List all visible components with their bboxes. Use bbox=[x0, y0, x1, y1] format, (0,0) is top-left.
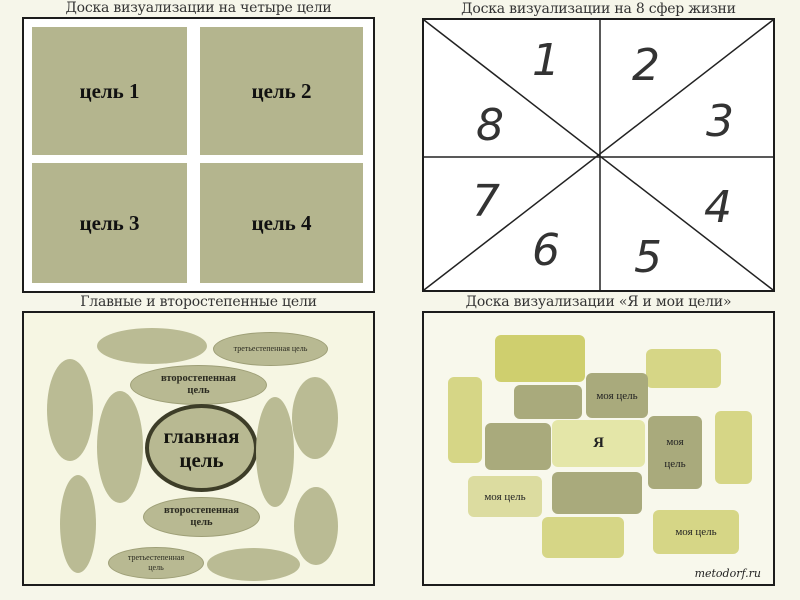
tertiary-goal-ellipse: третьестепенная цель bbox=[213, 332, 328, 366]
sphere-number-2: 2 bbox=[632, 40, 660, 91]
sphere-number-7: 7 bbox=[472, 176, 500, 227]
divider-diagonal-b bbox=[424, 20, 773, 290]
goal-ellipse bbox=[97, 328, 207, 364]
sphere-number-1: 1 bbox=[532, 35, 560, 86]
goal-block bbox=[448, 377, 482, 463]
goal-block bbox=[542, 517, 624, 558]
caption-eight-spheres: Доска визуализации на 8 сфер жизни bbox=[461, 1, 736, 17]
caption-four-goals: Доска визуализации на четыре цели bbox=[65, 0, 332, 16]
goal-tile-1: цель 1 bbox=[32, 27, 187, 155]
goal-ellipse bbox=[292, 377, 338, 459]
goal-tile-4: цель 4 bbox=[200, 163, 363, 283]
goal-block bbox=[552, 472, 642, 514]
sphere-diagram: 1 2 3 4 5 6 7 8 bbox=[424, 20, 773, 290]
secondary-goal-ellipse: второстепенная цель bbox=[143, 497, 260, 537]
sphere-number-6: 6 bbox=[532, 225, 560, 276]
sphere-number-8: 8 bbox=[476, 100, 504, 151]
main-goal-ellipse: главная цель bbox=[145, 404, 258, 492]
goal-ellipse bbox=[60, 475, 96, 573]
goal-block bbox=[514, 385, 582, 419]
sphere-number-4: 4 bbox=[704, 182, 732, 233]
panel-main-secondary: третьестепенная цель второстепенная цель… bbox=[22, 311, 375, 586]
panel-eight-spheres: 1 2 3 4 5 6 7 8 bbox=[422, 18, 775, 292]
goal-ellipse bbox=[207, 548, 300, 581]
panel-me-and-goals: моя цель Я моя цель моя цель моя цель bbox=[422, 311, 775, 586]
goal-tile-3: цель 3 bbox=[32, 163, 187, 283]
sphere-number-5: 5 bbox=[634, 232, 662, 283]
caption-me-and-goals: Доска визуализации «Я и мои цели» bbox=[465, 294, 732, 310]
goal-ellipse bbox=[294, 487, 338, 565]
my-goal-block: моя цель bbox=[653, 510, 739, 554]
goal-block bbox=[495, 335, 585, 382]
secondary-goal-ellipse: второстепенная цель bbox=[130, 365, 267, 405]
goal-ellipse bbox=[47, 359, 93, 461]
goal-tile-2: цель 2 bbox=[200, 27, 363, 155]
goal-block bbox=[485, 423, 551, 470]
tertiary-goal-ellipse: третьестепенная цель bbox=[108, 547, 204, 579]
sphere-number-3: 3 bbox=[706, 96, 734, 147]
me-block: Я bbox=[552, 420, 645, 467]
my-goal-block: моя цель bbox=[586, 373, 648, 418]
goal-ellipse bbox=[97, 391, 143, 503]
my-goal-block: моя цель bbox=[468, 476, 542, 517]
goal-ellipse bbox=[256, 397, 294, 507]
panel-four-goals: цель 1 цель 2 цель 3 цель 4 bbox=[22, 17, 375, 293]
goal-block bbox=[715, 411, 752, 484]
my-goal-block: моя цель bbox=[648, 416, 702, 489]
watermark-text: metodorf.ru bbox=[694, 567, 761, 580]
caption-main-secondary: Главные и второстепенные цели bbox=[80, 294, 317, 310]
goal-block bbox=[646, 349, 721, 388]
